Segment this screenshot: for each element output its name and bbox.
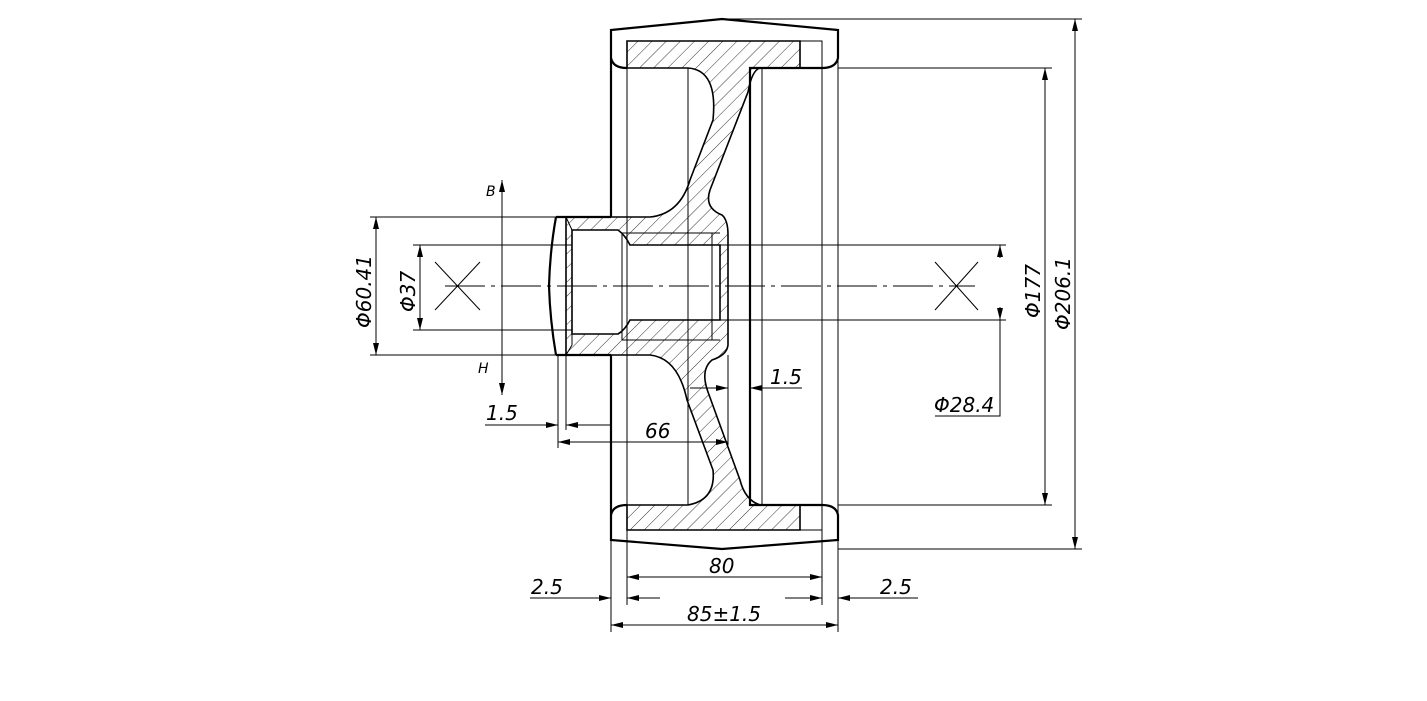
dim-right-chamfer: 2.5 — [880, 575, 912, 599]
section-label-top: B — [486, 184, 496, 200]
dim-outer-diameter: Φ206.1 — [1051, 257, 1075, 330]
x-mark-right — [934, 261, 979, 311]
dim-rim-diameter: Φ177 — [1021, 264, 1045, 318]
dim-overall-width: 85±1.5 — [687, 602, 761, 626]
dim-left-chamfer: 2.5 — [531, 575, 563, 599]
dim-rim-width: 80 — [709, 554, 734, 578]
dim-web-gap: 1.5 — [770, 365, 802, 389]
dim-leader-bore — [935, 320, 1001, 417]
dim-hub-diameter: Φ60.41 — [352, 255, 376, 328]
section-label-bottom: H — [478, 361, 489, 377]
dim-hub-offset: 1.5 — [486, 401, 518, 425]
dim-bore-diameter: Φ28.4 — [934, 393, 994, 417]
extension-lines — [370, 18, 1082, 632]
wheel-section — [445, 17, 975, 551]
dim-counterbore-diameter: Φ37 — [396, 271, 420, 312]
x-mark-left — [434, 261, 481, 311]
tyre-left — [547, 215, 628, 516]
dim-hub-length: 66 — [645, 419, 670, 443]
bore — [571, 229, 721, 335]
